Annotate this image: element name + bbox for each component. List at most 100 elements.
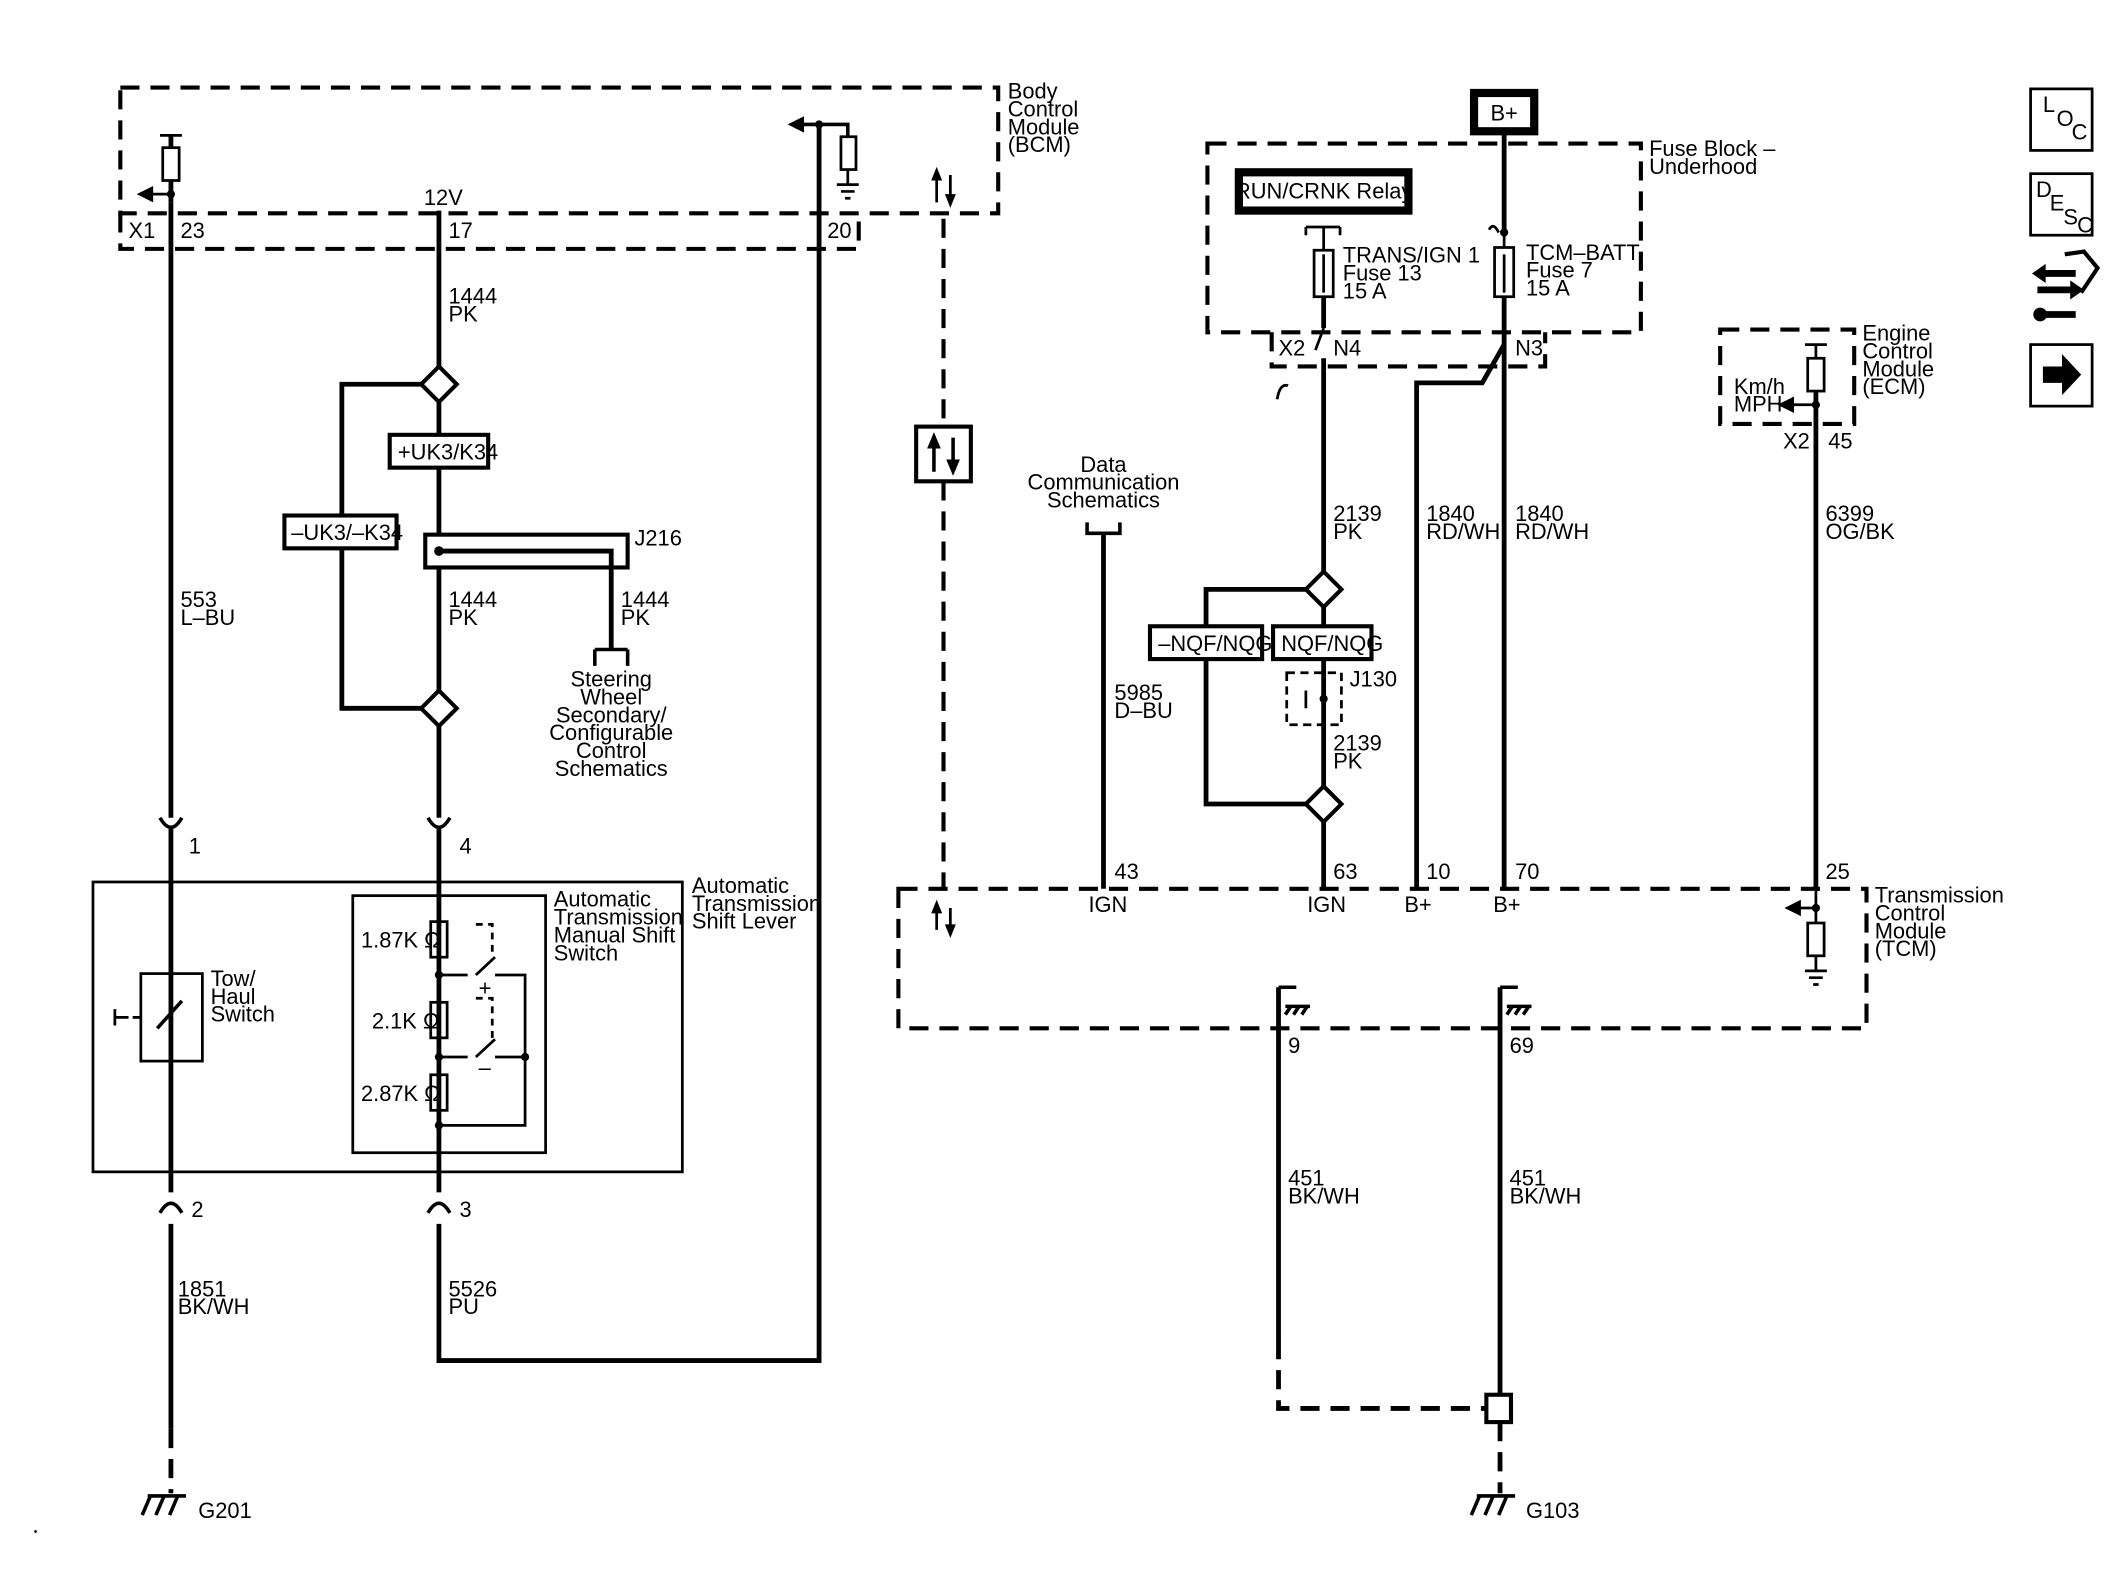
tcm-pin-70: 70	[1515, 859, 1539, 884]
svg-text:E: E	[2050, 191, 2065, 216]
option-nqf-neg	[1147, 624, 1265, 662]
lever-pin-3: 3	[459, 1197, 471, 1222]
svg-text:2.1K Ω: 2.1K Ω	[372, 1008, 439, 1033]
svg-text:+: +	[479, 975, 492, 1000]
option-uk3-k34-neg	[282, 513, 399, 551]
manual-shift-switch	[351, 894, 547, 1155]
location-icon[interactable]: L O C	[2029, 87, 2094, 152]
tcm-pin-43: 43	[1114, 859, 1138, 884]
tcm-bplus-10: B+	[1404, 892, 1431, 917]
option-nqf-pos	[1270, 624, 1374, 662]
ground-splice-block	[1484, 1392, 1514, 1425]
fuse-block-label: Fuse Block –Underhood	[1649, 136, 1776, 179]
svg-text:RUN/CRNK Relay: RUN/CRNK Relay	[1235, 178, 1412, 203]
fuse-block-x2: X2	[1279, 336, 1306, 361]
ground-g103-label: G103	[1526, 1498, 1579, 1523]
svg-text:L: L	[2043, 92, 2055, 117]
run-crank-relay	[1234, 168, 1413, 215]
serial-data-gateway-icon	[914, 424, 973, 484]
tcm-pin-69: 69	[1510, 1033, 1534, 1058]
ecm-connector-x2: X2	[1783, 429, 1810, 454]
splice-j130-label: J130	[1350, 666, 1397, 691]
svg-text:C: C	[2077, 212, 2093, 237]
tcm-pin-63: 63	[1333, 859, 1357, 884]
splice-j216-label: J216	[634, 526, 681, 551]
tcm-pin-10: 10	[1426, 859, 1450, 884]
ecm-boundary	[1718, 327, 1857, 426]
svg-text:–: –	[479, 1055, 492, 1080]
bcm-pin-20: 20	[827, 218, 851, 243]
resistor-287k	[429, 1073, 449, 1112]
option-uk3-k34-pos	[387, 432, 491, 470]
bcm-pin-23: 23	[180, 218, 204, 243]
svg-text:–UK3/–K34: –UK3/–K34	[291, 520, 403, 545]
shift-lever-box	[91, 880, 684, 1174]
ground-g103-symbol	[1469, 1494, 1516, 1516]
svg-text:C: C	[2072, 119, 2088, 144]
tcm-bplus-70: B+	[1493, 892, 1520, 917]
bcm-voltage-12v: 12V	[424, 185, 463, 210]
tcm-ign-43: IGN	[1088, 892, 1127, 917]
svg-text:S: S	[2063, 204, 2078, 229]
tcm-pin-25: 25	[1825, 859, 1849, 884]
bcm-pin-17: 17	[449, 218, 473, 243]
svg-text:+UK3/K34: +UK3/K34	[398, 439, 498, 464]
description-icon[interactable]: D E S C	[2029, 172, 2094, 238]
splice-lower-diamond	[1302, 783, 1345, 825]
ground-g201-symbol	[140, 1494, 186, 1516]
tcm-ign-63: IGN	[1307, 892, 1346, 917]
lever-pin-2: 2	[191, 1197, 203, 1222]
resistor-187k	[429, 920, 449, 959]
svg-text:–NQF/NQG: –NQF/NQG	[1158, 631, 1272, 656]
splice-bottom-diamond	[418, 687, 460, 729]
tcm-pin-9: 9	[1288, 1033, 1300, 1058]
bcm-connector-boundary	[118, 213, 861, 251]
tcm-boundary	[896, 886, 1869, 1031]
splice-top-diamond	[418, 363, 460, 405]
splice-j130	[1285, 671, 1343, 727]
svg-text:2.87K Ω: 2.87K Ω	[361, 1081, 441, 1106]
fuse-block-boundary	[1205, 141, 1643, 335]
next-arrow-icon[interactable]	[2029, 343, 2094, 408]
resistor-21k	[429, 1000, 449, 1040]
ground-g201-label: G201	[198, 1498, 251, 1523]
svg-text:B+: B+	[1490, 100, 1517, 125]
svg-text:1.87K Ω: 1.87K Ω	[361, 928, 441, 953]
lever-pin-4: 4	[459, 833, 471, 858]
bcm-boundary	[118, 85, 1001, 216]
fuse-block-n4: N4	[1333, 336, 1361, 361]
connector-icon[interactable]	[2031, 249, 2101, 322]
splice-upper-diamond	[1302, 568, 1345, 611]
ecm-pin-45: 45	[1828, 429, 1852, 454]
svg-text:D: D	[2036, 177, 2052, 202]
svg-text:O: O	[2057, 106, 2074, 131]
fuse-block-n3: N3	[1515, 336, 1543, 361]
lever-pin-1: 1	[189, 833, 201, 858]
fuse-13	[1312, 248, 1335, 299]
